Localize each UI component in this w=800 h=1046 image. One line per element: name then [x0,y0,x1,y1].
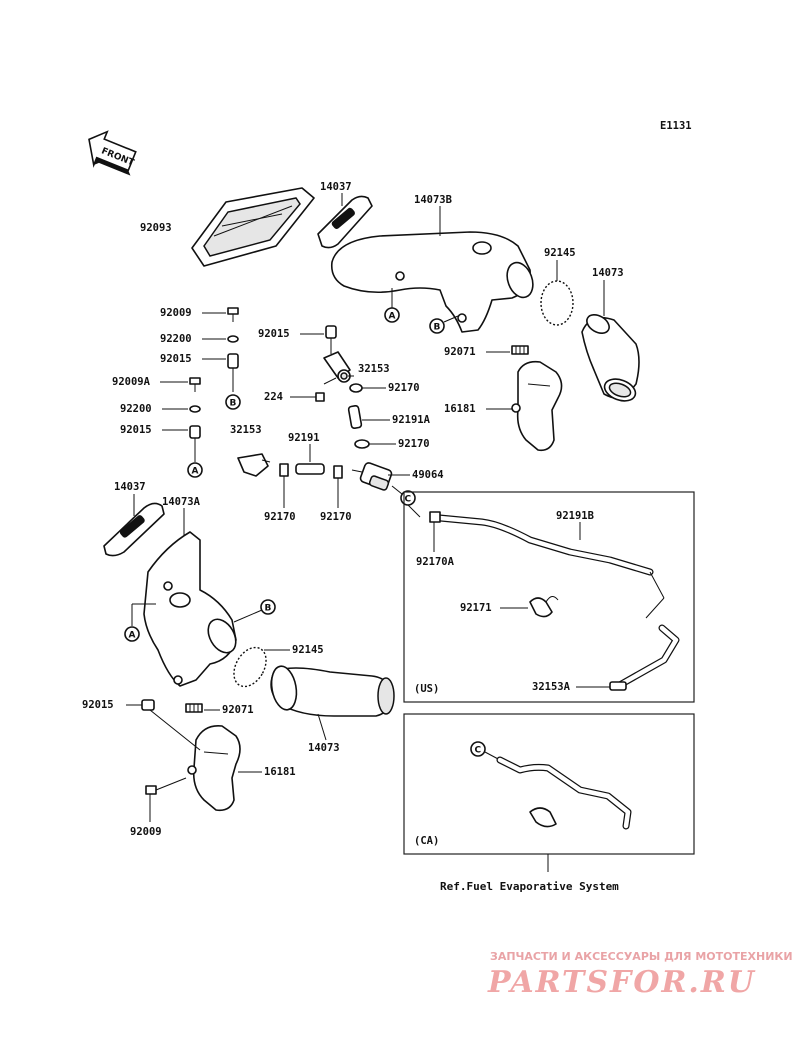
bracket-16181-bottom [187,724,241,812]
label-92145-top: 92145 [544,247,576,259]
label-92200-b: 92200 [120,403,152,415]
label-92009-a: 92009 [160,307,192,319]
diagram-code: E1131 [660,120,692,132]
label-92015-b: 92015 [120,424,152,436]
label-92145-bottom: 92145 [292,644,324,656]
clip-92171 [529,596,559,618]
label-92191: 92191 [288,432,320,444]
valve-32153-b [237,453,271,477]
reference-note: Ref.Fuel Evaporative System [440,880,619,893]
clamp-92170-b [354,439,370,449]
gasket-92145-top [540,280,574,326]
callout-c-2: C [475,746,482,756]
callout-a-2: A [389,312,396,322]
plate-14037-top [317,195,373,249]
gasket-92145-bottom [233,646,267,688]
valve-49064 [351,462,393,491]
clamp-92170-a [349,383,363,393]
label-14037-top: 14037 [320,181,352,193]
label-92015-d: 92015 [82,699,114,711]
front-arrow-icon: FRONT [88,130,137,176]
collar-92015-d [141,699,155,711]
ca-region-label: (CA) [414,835,439,847]
label-92015-c: 92015 [258,328,290,340]
damper-92071-bottom [185,703,203,713]
label-16181-bottom: 16181 [264,766,296,778]
hose-ca [496,756,632,830]
collar-92015-b [189,425,201,439]
label-92009A: 92009A [112,376,151,388]
tube-14073-bottom [270,665,395,717]
label-92093: 92093 [140,222,172,234]
bracket-16181-top [511,360,563,452]
bolt-92009-b [145,777,187,795]
clamp-92170-c-part [279,463,289,477]
bolt-92009A [189,377,201,392]
screw-224 [315,377,337,402]
tube-14073-top [581,314,640,402]
label-224: 224 [264,391,283,403]
hose-92191A [347,404,363,430]
us-region-label: (US) [414,683,439,695]
collar-92015-a [227,353,239,369]
hose-92191 [295,463,325,475]
label-32153-a: 32153 [358,363,390,375]
clamp-92170A [429,511,441,523]
label-32153-b: 32153 [230,424,262,436]
label-92071-bottom: 92071 [222,704,254,716]
clamp-92170-d-part [333,465,343,479]
label-14073A: 14073A [162,496,201,508]
duct-14073B [330,231,534,333]
label-14073-top: 14073 [592,267,624,279]
label-92015-a: 92015 [160,353,192,365]
label-92171: 92171 [460,602,492,614]
filter-frame-92093 [191,187,315,267]
label-32153A: 32153A [532,681,571,693]
label-92170-c: 92170 [264,511,296,523]
label-49064: 49064 [412,469,444,481]
label-92170-a: 92170 [388,382,420,394]
label-14073-bottom: 14073 [308,742,340,754]
label-14037-bottom: 14037 [114,481,146,493]
us-region-box [403,491,695,703]
label-92071-top: 92071 [444,346,476,358]
callout-c-1: C [405,495,412,505]
label-92170A: 92170A [416,556,455,568]
label-92191A: 92191A [392,414,431,426]
label-16181-top: 16181 [444,403,476,415]
callout-b-2: B [434,323,441,333]
label-92009-b: 92009 [130,826,162,838]
label-92191B: 92191B [556,510,594,522]
watermark-brand: PARTSFOR.RU [487,965,756,1000]
damper-92071-top [511,345,529,355]
plate-14037-bottom [103,502,165,557]
watermark-tagline: ЗАПЧАСТИ И АКСЕССУАРЫ ДЛЯ МОТОТЕХНИКИ [490,950,793,963]
bolt-92009-a [227,307,239,322]
collar-92015-c [325,325,337,339]
callout-b-3: B [265,604,272,614]
duct-14073A [143,531,237,687]
washer-92200-b [189,405,201,413]
callout-a-3: A [129,631,136,641]
callout-b-1: B [230,399,237,409]
label-14073B: 14073B [414,194,452,206]
ca-region-box [403,713,695,855]
label-92170-d: 92170 [320,511,352,523]
label-92200-a: 92200 [160,333,192,345]
washer-92200-a [227,335,239,343]
hose-92191B [436,514,680,690]
valve-32153 [323,351,351,383]
valve-32153A [609,681,627,691]
callout-a-1: A [192,467,199,477]
label-92170-b: 92170 [398,438,430,450]
